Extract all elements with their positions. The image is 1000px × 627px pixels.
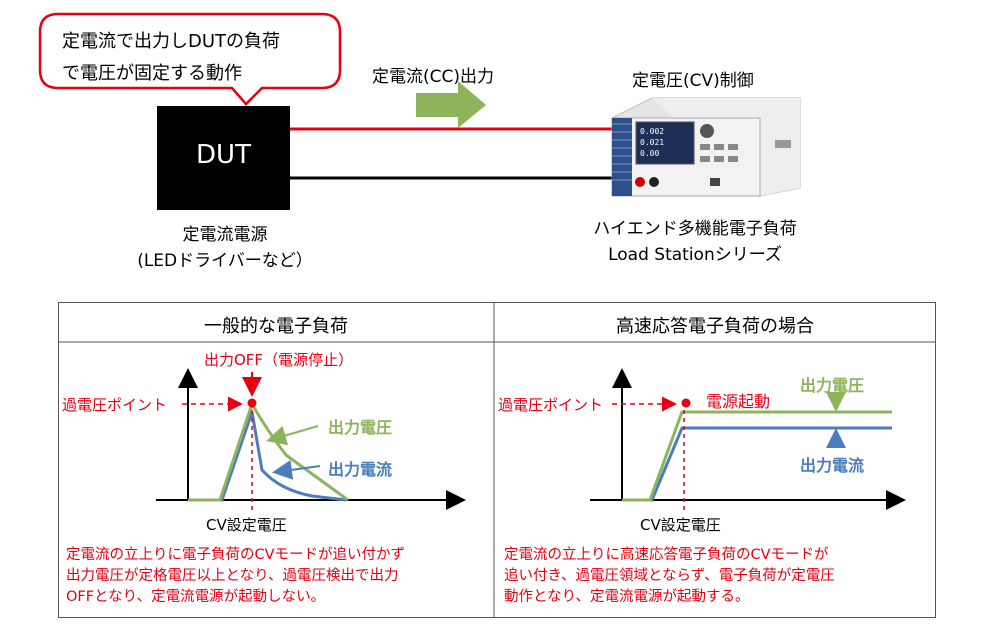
right-ovp-label: 過電圧ポイント	[498, 396, 604, 414]
right-header: 高速応答電子負荷の場合	[616, 316, 814, 337]
device-reading-2: 0.021	[640, 138, 665, 147]
electronic-load-icon	[611, 97, 801, 197]
right-current-label: 出力電流	[800, 456, 865, 475]
left-ovp-label: 過電圧ポイント	[62, 396, 168, 414]
left-note-line-2: 出力電圧が定格電圧以上となり、過電圧検出で出力	[66, 568, 399, 584]
left-current-label: 出力電流	[328, 460, 393, 479]
left-ovp-dot	[247, 398, 257, 408]
right-ovp-dot	[681, 398, 691, 408]
source-label-line-1: 定電流電源	[182, 225, 268, 245]
device-screen-readings: 0.002 0.021 0.00	[640, 126, 664, 159]
right-note-line-2: 追い付き、過電圧領域とならず、電子負荷が定電圧	[504, 568, 835, 584]
right-cv-setting-label: CV設定電圧	[640, 516, 721, 534]
left-current-pointer	[272, 459, 321, 480]
load-label-line-2: Load Stationシリーズ	[608, 245, 782, 265]
cc-output-label: 定電流(CC)出力	[372, 67, 495, 87]
right-note-line-1: 定電流の立上りに高速応答電子負荷のCVモードが	[504, 547, 829, 563]
right-note-line-3: 動作となり、定電流電源が起動する。	[504, 589, 750, 605]
comparison-table	[58, 302, 936, 618]
dut-box	[157, 106, 290, 210]
cv-control-label: 定電圧(CV)制御	[632, 71, 754, 91]
load-label: ハイエンド多機能電子負荷 Load Stationシリーズ	[550, 216, 840, 268]
left-current-curve	[188, 411, 347, 502]
right-note: 定電流の立上りに高速応答電子負荷のCVモードが 追い付き、過電圧領域とならず、電…	[504, 545, 835, 608]
left-header: 一般的な電子負荷	[204, 316, 348, 337]
left-voltage-label: 出力電圧	[328, 418, 393, 437]
left-note: 定電流の立上りに電子負荷のCVモードが追い付かず 出力電圧が定格電圧以上となり、…	[66, 545, 405, 608]
device-reading-1: 0.002	[640, 127, 665, 136]
callout-line-1: 定電流で出力しDUTの負荷	[62, 31, 281, 52]
cc-arrow-icon	[416, 81, 486, 128]
right-power-start-label: 電源起動	[706, 392, 771, 411]
left-cv-setting-label: CV設定電圧	[206, 516, 287, 534]
right-voltage-curve	[622, 410, 892, 502]
left-output-off-label: 出力OFF（電源停止）	[204, 351, 354, 369]
right-voltage-label: 出力電圧	[800, 376, 865, 395]
source-label: 定電流電源 (LEDドライバーなど）	[120, 222, 330, 274]
device-reading-3: 0.00	[640, 149, 660, 158]
dut-label: DUT	[196, 140, 251, 170]
left-voltage-pointer	[266, 425, 319, 446]
load-label-line-1: ハイエンド多機能電子負荷	[593, 219, 797, 239]
callout-bubble	[38, 12, 342, 106]
callout-text: 定電流で出力しDUTの負荷 で電圧が固定する動作	[62, 26, 280, 90]
left-note-line-3: OFFとなり、定電流電源が起動しない。	[66, 589, 326, 605]
callout-line-2: で電圧が固定する動作	[62, 63, 242, 84]
source-label-line-2: (LEDドライバーなど）	[137, 251, 313, 271]
top-diagram-graphics	[38, 12, 801, 197]
left-note-line-1: 定電流の立上りに電子負荷のCVモードが追い付かず	[66, 547, 406, 563]
